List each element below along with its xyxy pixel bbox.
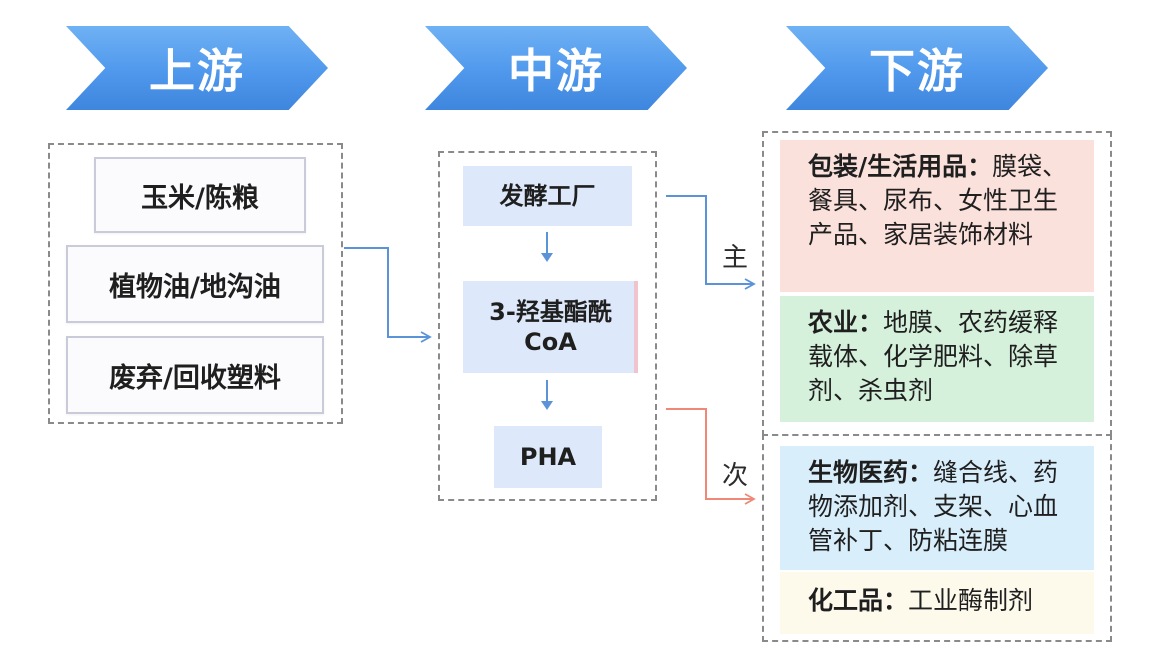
material-label: 废弃/回收塑料 [109,362,281,394]
application-block-agriculture: 农业：地膜、农药缓释载体、化学肥料、除草剂、杀虫剂 [780,296,1094,422]
application-category: 生物医药： [808,458,934,487]
process-label: 发酵工厂 [499,182,596,210]
secondary-flow-label: 次 [722,461,749,491]
process-label: PHA [519,443,577,471]
process-label-line-1: 3-羟基酯酰 [489,298,612,326]
process-box-fermentation-plant: 发酵工厂 [463,166,632,226]
process-label-line-2: CoA [524,328,577,356]
upstream-stage-label: 上游 [149,44,245,98]
material-box-corn: 玉米/陈粮 [94,157,306,233]
process-box-hydroxyacyl-coa: 3-羟基酯酰 CoA [463,281,638,373]
downstream-secondary-frame [762,434,1112,642]
application-items: 地膜、农药缓释载体、化学肥料、除草剂、杀虫剂 [808,308,1059,405]
application-block-chemicals: 化工品：工业酶制剂 [780,572,1094,634]
main-flow-label: 主 [722,243,749,273]
downstream-stage-label: 下游 [869,44,965,98]
application-items: 工业酶制剂 [908,586,1034,615]
main-flow-connector [666,195,756,290]
upstream-stage-chevron: 上游 [66,26,328,110]
midstream-stage-label: 中游 [508,44,604,98]
material-label: 玉米/陈粮 [141,182,259,214]
material-label: 植物油/地沟油 [109,271,281,303]
material-box-oil: 植物油/地沟油 [66,245,324,323]
midstream-group-frame [438,151,657,501]
midstream-stage-chevron: 中游 [425,26,687,110]
downstream-stage-chevron: 下游 [786,26,1048,110]
process-arrow-icon [541,232,553,262]
process-box-pha: PHA [494,426,602,488]
upstream-to-midstream-connector [344,247,432,343]
application-items: 缝合线、药物添加剂、支架、心血管补丁、防粘连膜 [808,458,1059,555]
process-arrow-icon [541,380,553,410]
application-block-packaging: 包装/生活用品：膜袋、餐具、尿布、女性卫生产品、家居装饰材料 [780,140,1094,292]
application-category: 包装/生活用品： [808,152,993,181]
secondary-flow-connector [666,408,756,505]
application-category: 农业： [808,308,884,337]
material-box-plastic: 废弃/回收塑料 [66,336,324,414]
application-category: 化工品： [808,586,909,615]
application-block-biomedicine: 生物医药：缝合线、药物添加剂、支架、心血管补丁、防粘连膜 [780,446,1094,570]
upstream-group-frame [48,143,343,424]
application-items: 膜袋、餐具、尿布、女性卫生产品、家居装饰材料 [808,152,1068,249]
